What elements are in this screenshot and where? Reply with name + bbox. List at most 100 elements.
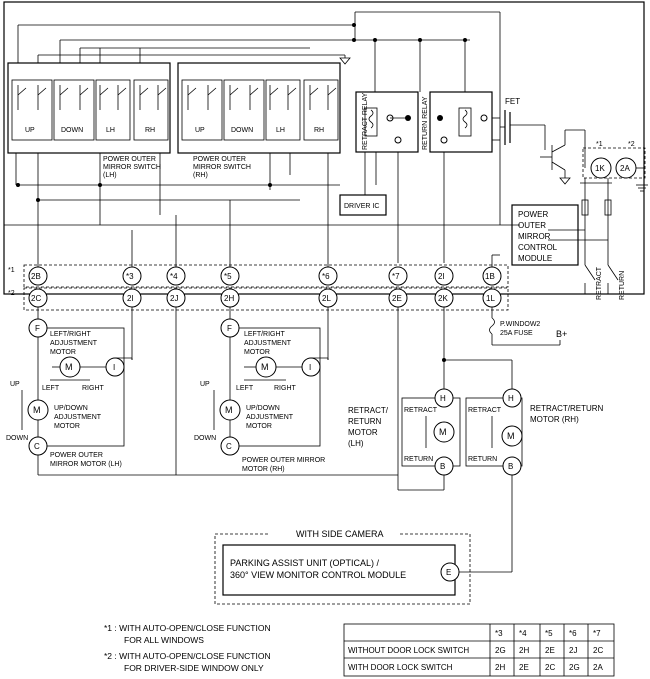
row2-star: *2 bbox=[8, 290, 15, 297]
fet-label: FET bbox=[505, 97, 520, 106]
lh-right: RIGHT bbox=[82, 385, 105, 392]
fuse: P.WINDOW2 25A FUSE B+ bbox=[489, 317, 567, 346]
rrh-pin-h: H bbox=[508, 394, 514, 403]
switch-rh-label-down: DOWN bbox=[231, 127, 253, 134]
driver-ic-label: DRIVER IC bbox=[344, 203, 379, 210]
row1-star: *1 bbox=[8, 267, 15, 274]
rrh-motor: M bbox=[507, 431, 515, 441]
rh-motor-name-1: POWER OUTER MIRROR bbox=[242, 457, 325, 464]
connector-feeds bbox=[37, 185, 500, 490]
footnote-1-line-2: FOR ALL WINDOWS bbox=[124, 635, 204, 645]
lh-adj-lr-2: ADJUSTMENT bbox=[50, 340, 98, 347]
pin-r1-4: *5 bbox=[224, 272, 232, 281]
table-row-2-c1: 2H bbox=[495, 663, 505, 672]
lh-ud-motor: M bbox=[33, 405, 41, 415]
footnote-1-line-1: WITH AUTO-OPEN/CLOSE FUNCTION bbox=[119, 623, 271, 633]
rh-adj-lr-1: LEFT/RIGHT bbox=[244, 331, 286, 338]
table-row-1-label: WITHOUT DOOR LOCK SWITCH bbox=[348, 646, 469, 655]
pin-1k: 1K bbox=[595, 164, 605, 173]
lh-pin-c: C bbox=[34, 442, 40, 451]
switch-rh-label-up: UP bbox=[195, 127, 205, 134]
rlh-pin-h: H bbox=[440, 394, 446, 403]
lh-adj-lr-1: LEFT/RIGHT bbox=[50, 331, 92, 338]
side-camera-pin-e: E bbox=[446, 568, 451, 577]
retract-relay-label: RETRACT RELAY bbox=[362, 92, 369, 150]
mirror-motor-lh: F C I M LEFT RIGHT M UP DOWN LEFT/RIGHT … bbox=[6, 318, 398, 476]
rrh-name-1: RETRACT/RETURN bbox=[530, 404, 604, 413]
control-module-line-5: MODULE bbox=[518, 254, 552, 263]
retract-motor-lh: H B M RETRACT RETURN RETRACT/ RETURN MOT… bbox=[348, 359, 512, 476]
control-module-line-3: MIRROR bbox=[518, 232, 551, 241]
lh-adj-ud-3: MOTOR bbox=[54, 423, 80, 430]
pin-r1-2: *3 bbox=[126, 272, 134, 281]
mirror-switch-rh: UP DOWN LH RH POWER OUTER MIRROR SWITCH … bbox=[177, 62, 341, 179]
rlh-pin-b: B bbox=[440, 462, 445, 471]
table-row-2-c2: 2E bbox=[519, 663, 529, 672]
pin-r1-7: 2I bbox=[438, 272, 445, 281]
rlh-return: RETURN bbox=[404, 456, 433, 463]
side-camera-line-2: 360° VIEW MONITOR CONTROL MODULE bbox=[230, 570, 406, 580]
table-row-1-c1: 2G bbox=[495, 646, 506, 655]
rlh-motor: M bbox=[439, 427, 447, 437]
footnote-2-line-2: FOR DRIVER-SIDE WINDOW ONLY bbox=[124, 663, 264, 673]
side-camera-title: WITH SIDE CAMERA bbox=[296, 529, 384, 539]
rh-adj-ud-3: MOTOR bbox=[246, 423, 272, 430]
pin-r1-6: *7 bbox=[392, 272, 400, 281]
rh-adj-lr-2: ADJUSTMENT bbox=[244, 340, 292, 347]
rrh-retract: RETRACT bbox=[468, 407, 502, 414]
footnote-2: *2 : WITH AUTO-OPEN/CLOSE FUNCTION FOR D… bbox=[104, 650, 271, 674]
rh-pin-f: F bbox=[227, 324, 232, 333]
rlh-name-1: RETRACT/ bbox=[348, 406, 389, 415]
connector-row-1 bbox=[23, 264, 509, 288]
rrh-return: RETURN bbox=[468, 456, 497, 463]
return-relay: RETURN RELAY bbox=[422, 91, 493, 153]
rh-adj-ud-1: UP/DOWN bbox=[246, 405, 280, 412]
switch-lh-label-up: UP bbox=[25, 127, 35, 134]
rh-lr-motor: M bbox=[261, 362, 269, 372]
lh-adj-ud-2: ADJUSTMENT bbox=[54, 414, 102, 421]
pin-r2-4: 2H bbox=[224, 294, 234, 303]
pin-r2-3: 2J bbox=[170, 294, 178, 303]
rrh-pin-b: B bbox=[508, 462, 513, 471]
connector-row-2 bbox=[23, 287, 509, 311]
footnote-2-mark: *2 : bbox=[104, 651, 117, 661]
pin-r1-3: *4 bbox=[170, 272, 178, 281]
rlh-name-4: (LH) bbox=[348, 439, 364, 448]
rh-right: RIGHT bbox=[274, 385, 297, 392]
pin-1k-star: *1 bbox=[596, 141, 603, 148]
pins-row-2: 2C 2I 2J 2H 2L 2E 2K 1L bbox=[28, 288, 502, 308]
table-row-2-c5: 2A bbox=[593, 663, 603, 672]
pin-r2-1: 2C bbox=[31, 294, 41, 303]
lh-left: LEFT bbox=[42, 385, 60, 392]
lh-motor-name-2: MIRROR MOTOR (LH) bbox=[50, 461, 122, 468]
switch-rh-name-2: MIRROR SWITCH bbox=[193, 164, 251, 171]
switch-lh-label-lh: LH bbox=[106, 127, 115, 134]
switch-lh-name-3: (LH) bbox=[103, 172, 117, 179]
lh-up: UP bbox=[10, 381, 20, 388]
pin-r2-8: 1L bbox=[486, 294, 495, 303]
switch-lh-name-1: POWER OUTER bbox=[103, 156, 156, 163]
pin-r2-7: 2K bbox=[438, 294, 448, 303]
rlh-name-2: RETURN bbox=[348, 417, 382, 426]
rh-down: DOWN bbox=[194, 435, 216, 442]
table-header-4: *4 bbox=[519, 629, 527, 638]
table-row-1-c3: 2E bbox=[545, 646, 555, 655]
rlh-name-3: MOTOR bbox=[348, 428, 378, 437]
switch-label-retract: RETRACT bbox=[596, 266, 603, 300]
table-header-6: *6 bbox=[569, 629, 577, 638]
table-row-1-c2: 2H bbox=[519, 646, 529, 655]
lh-lr-motor: M bbox=[65, 362, 73, 372]
rh-motor-name-2: MOTOR (RH) bbox=[242, 466, 285, 473]
pin-table: *3 *4 *5 *6 *7 WITHOUT DOOR LOCK SWITCH … bbox=[343, 623, 615, 677]
switch-rh-name-3: (RH) bbox=[193, 172, 208, 179]
pin-2a-star: *2 bbox=[628, 141, 635, 148]
table-row-1-c4: 2J bbox=[569, 646, 577, 655]
switch-rh-label-rh: RH bbox=[314, 127, 324, 134]
switch-lh-label-rh: RH bbox=[145, 127, 155, 134]
pin-r1-5: *6 bbox=[322, 272, 330, 281]
pin-r2-2: 2I bbox=[127, 294, 134, 303]
pin-r1-8: 1B bbox=[485, 272, 495, 281]
side-camera-block: WITH SIDE CAMERA PARKING ASSIST UNIT (OP… bbox=[214, 528, 512, 605]
fuse-line-2: 25A FUSE bbox=[500, 330, 533, 337]
footnote-1-mark: *1 : bbox=[104, 623, 117, 633]
